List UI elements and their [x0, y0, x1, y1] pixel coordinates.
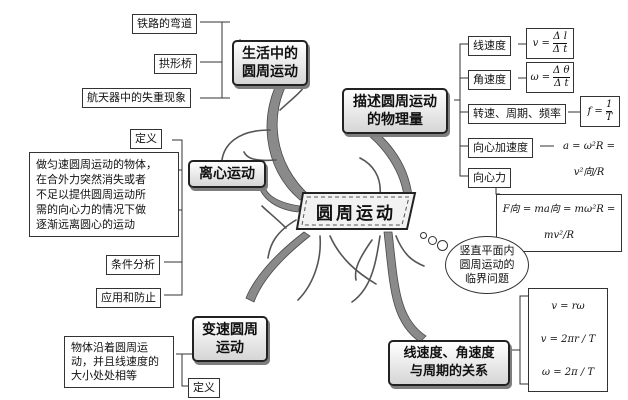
variable-definition-line: 物体沿着圆周运	[71, 341, 148, 354]
item-arch-bridge[interactable]: 拱形桥	[154, 54, 197, 74]
fraction-numerator: 1	[605, 99, 613, 112]
branch-relation	[383, 231, 427, 343]
bracket-relation	[512, 295, 528, 385]
bracket-variable	[176, 353, 192, 387]
item-railway-curve[interactable]: 铁路的弯道	[132, 14, 197, 34]
central-topic-frame	[295, 192, 417, 230]
bracket-life	[200, 21, 230, 99]
bubble-dot	[437, 240, 448, 251]
formula-frequency: f = 1 T	[580, 96, 620, 127]
formula-lhs: f =	[587, 105, 603, 117]
topic-life-line-2: 圆周运动	[242, 64, 298, 80]
centrifugal-definition-line: 做匀速圆周运动的物体，	[36, 158, 157, 171]
topic-variable-line-2: 运动	[216, 340, 244, 356]
central-topic[interactable]: 圆周运动	[295, 189, 417, 233]
topic-velocity-period-relation[interactable]: 线速度、角速度 与周期的关系	[388, 340, 510, 386]
formula-lhs: ω =	[530, 71, 551, 83]
formula-angular-velocity: ω = Δ θ Δ t	[526, 62, 574, 93]
connector-physical-formulas	[495, 43, 580, 195]
quantity-angular-velocity[interactable]: 角速度	[468, 70, 511, 90]
centrifugal-definition-line: 不足以提供圆周运动所	[36, 188, 146, 201]
branch-variable	[245, 231, 311, 303]
quantity-linear-velocity[interactable]: 线速度	[468, 36, 511, 56]
centrifugal-definition-label[interactable]: 定义	[130, 129, 162, 149]
bubble-line: 临界问题	[465, 272, 509, 285]
quantity-centripetal-acceleration[interactable]: 向心加速度	[468, 138, 533, 158]
variable-definition-label[interactable]: 定义	[188, 378, 220, 398]
topic-centrifugal-label: 离心运动	[199, 166, 255, 182]
fraction-denominator: Δ t	[554, 78, 569, 89]
relation-formulas: v = rω v = 2πr / T ω = 2π / T	[528, 288, 608, 392]
formula-linear-velocity: v = Δ l Δ t	[526, 28, 574, 59]
item-condition-analysis[interactable]: 条件分析	[106, 255, 160, 275]
topic-life-line-1: 生活中的	[242, 46, 298, 62]
bracket-centrifugal	[164, 139, 183, 296]
bubble-dot	[428, 236, 437, 245]
topic-variable-line-1: 变速圆周	[202, 322, 258, 338]
topic-physical-quantities[interactable]: 描述圆周运动 的物理量	[342, 88, 448, 134]
centrifugal-definition-line: 需的向心力的情况下做	[36, 203, 146, 216]
centrifugal-definition-line: 逐渐远离圆心的运动	[36, 218, 135, 231]
bubble-dot	[420, 232, 427, 239]
bracket-physical	[454, 43, 468, 177]
bubble-line: 圆周运动的	[459, 258, 515, 271]
fraction: 1 T	[605, 99, 613, 124]
topic-life-circular-motion[interactable]: 生活中的 圆周运动	[232, 40, 308, 86]
quantity-centripetal-force[interactable]: 向心力	[468, 168, 511, 188]
formula-centripetal-acceleration: a = ω²R = v²向/R	[554, 132, 624, 188]
topic-physical-line-2: 的物理量	[367, 112, 423, 128]
formula-centripetal-force: F向 = ma向 = mω²R = mv²/R	[496, 194, 622, 252]
central-topic-label: 圆周运动	[316, 203, 396, 224]
formula-lhs: v =	[532, 37, 550, 49]
bubble-line: 竖直平面内	[459, 244, 515, 257]
variable-definition-line: 动，并且线速度的	[71, 355, 159, 368]
variable-definition-text: 物体沿着圆周运 动，并且线速度的 大小处处相等	[64, 336, 174, 388]
centrifugal-definition-text: 做匀速圆周运动的物体， 在合外力突然消失或者 不足以提供圆周运动所 需的向心力的…	[29, 152, 179, 237]
fraction: Δ l Δ t	[552, 31, 568, 56]
topic-relation-line-2: 与周期的关系	[409, 364, 488, 379]
topic-relation-line-1: 线速度、角速度	[403, 346, 495, 361]
fraction-denominator: T	[605, 112, 613, 123]
branch-life	[266, 73, 311, 201]
fraction-denominator: Δ t	[552, 44, 568, 55]
relation-formula: v = 2πr / T	[540, 333, 596, 345]
topic-variable-circular-motion[interactable]: 变速圆周 运动	[192, 316, 268, 362]
item-application-prevention[interactable]: 应用和防止	[96, 288, 161, 308]
relation-formula: v = rω	[551, 301, 585, 313]
fraction: Δ θ Δ t	[553, 65, 570, 90]
topic-physical-line-1: 描述圆周运动	[353, 94, 437, 110]
variable-definition-line: 大小处处相等	[71, 369, 137, 382]
fraction-numerator: Δ l	[552, 31, 568, 44]
quantity-speed-period-frequency[interactable]: 转速、周期、频率	[468, 104, 566, 124]
centrifugal-definition-line: 在合外力突然消失或者	[36, 173, 146, 186]
fraction-numerator: Δ θ	[553, 65, 570, 78]
item-spacecraft-weightlessness[interactable]: 航天器中的失重现象	[82, 88, 191, 108]
relation-formula: ω = 2π / T	[541, 366, 595, 378]
topic-centrifugal-motion[interactable]: 离心运动	[188, 160, 266, 188]
critical-problem-bubble[interactable]: 竖直平面内 圆周运动的 临界问题	[445, 236, 529, 294]
